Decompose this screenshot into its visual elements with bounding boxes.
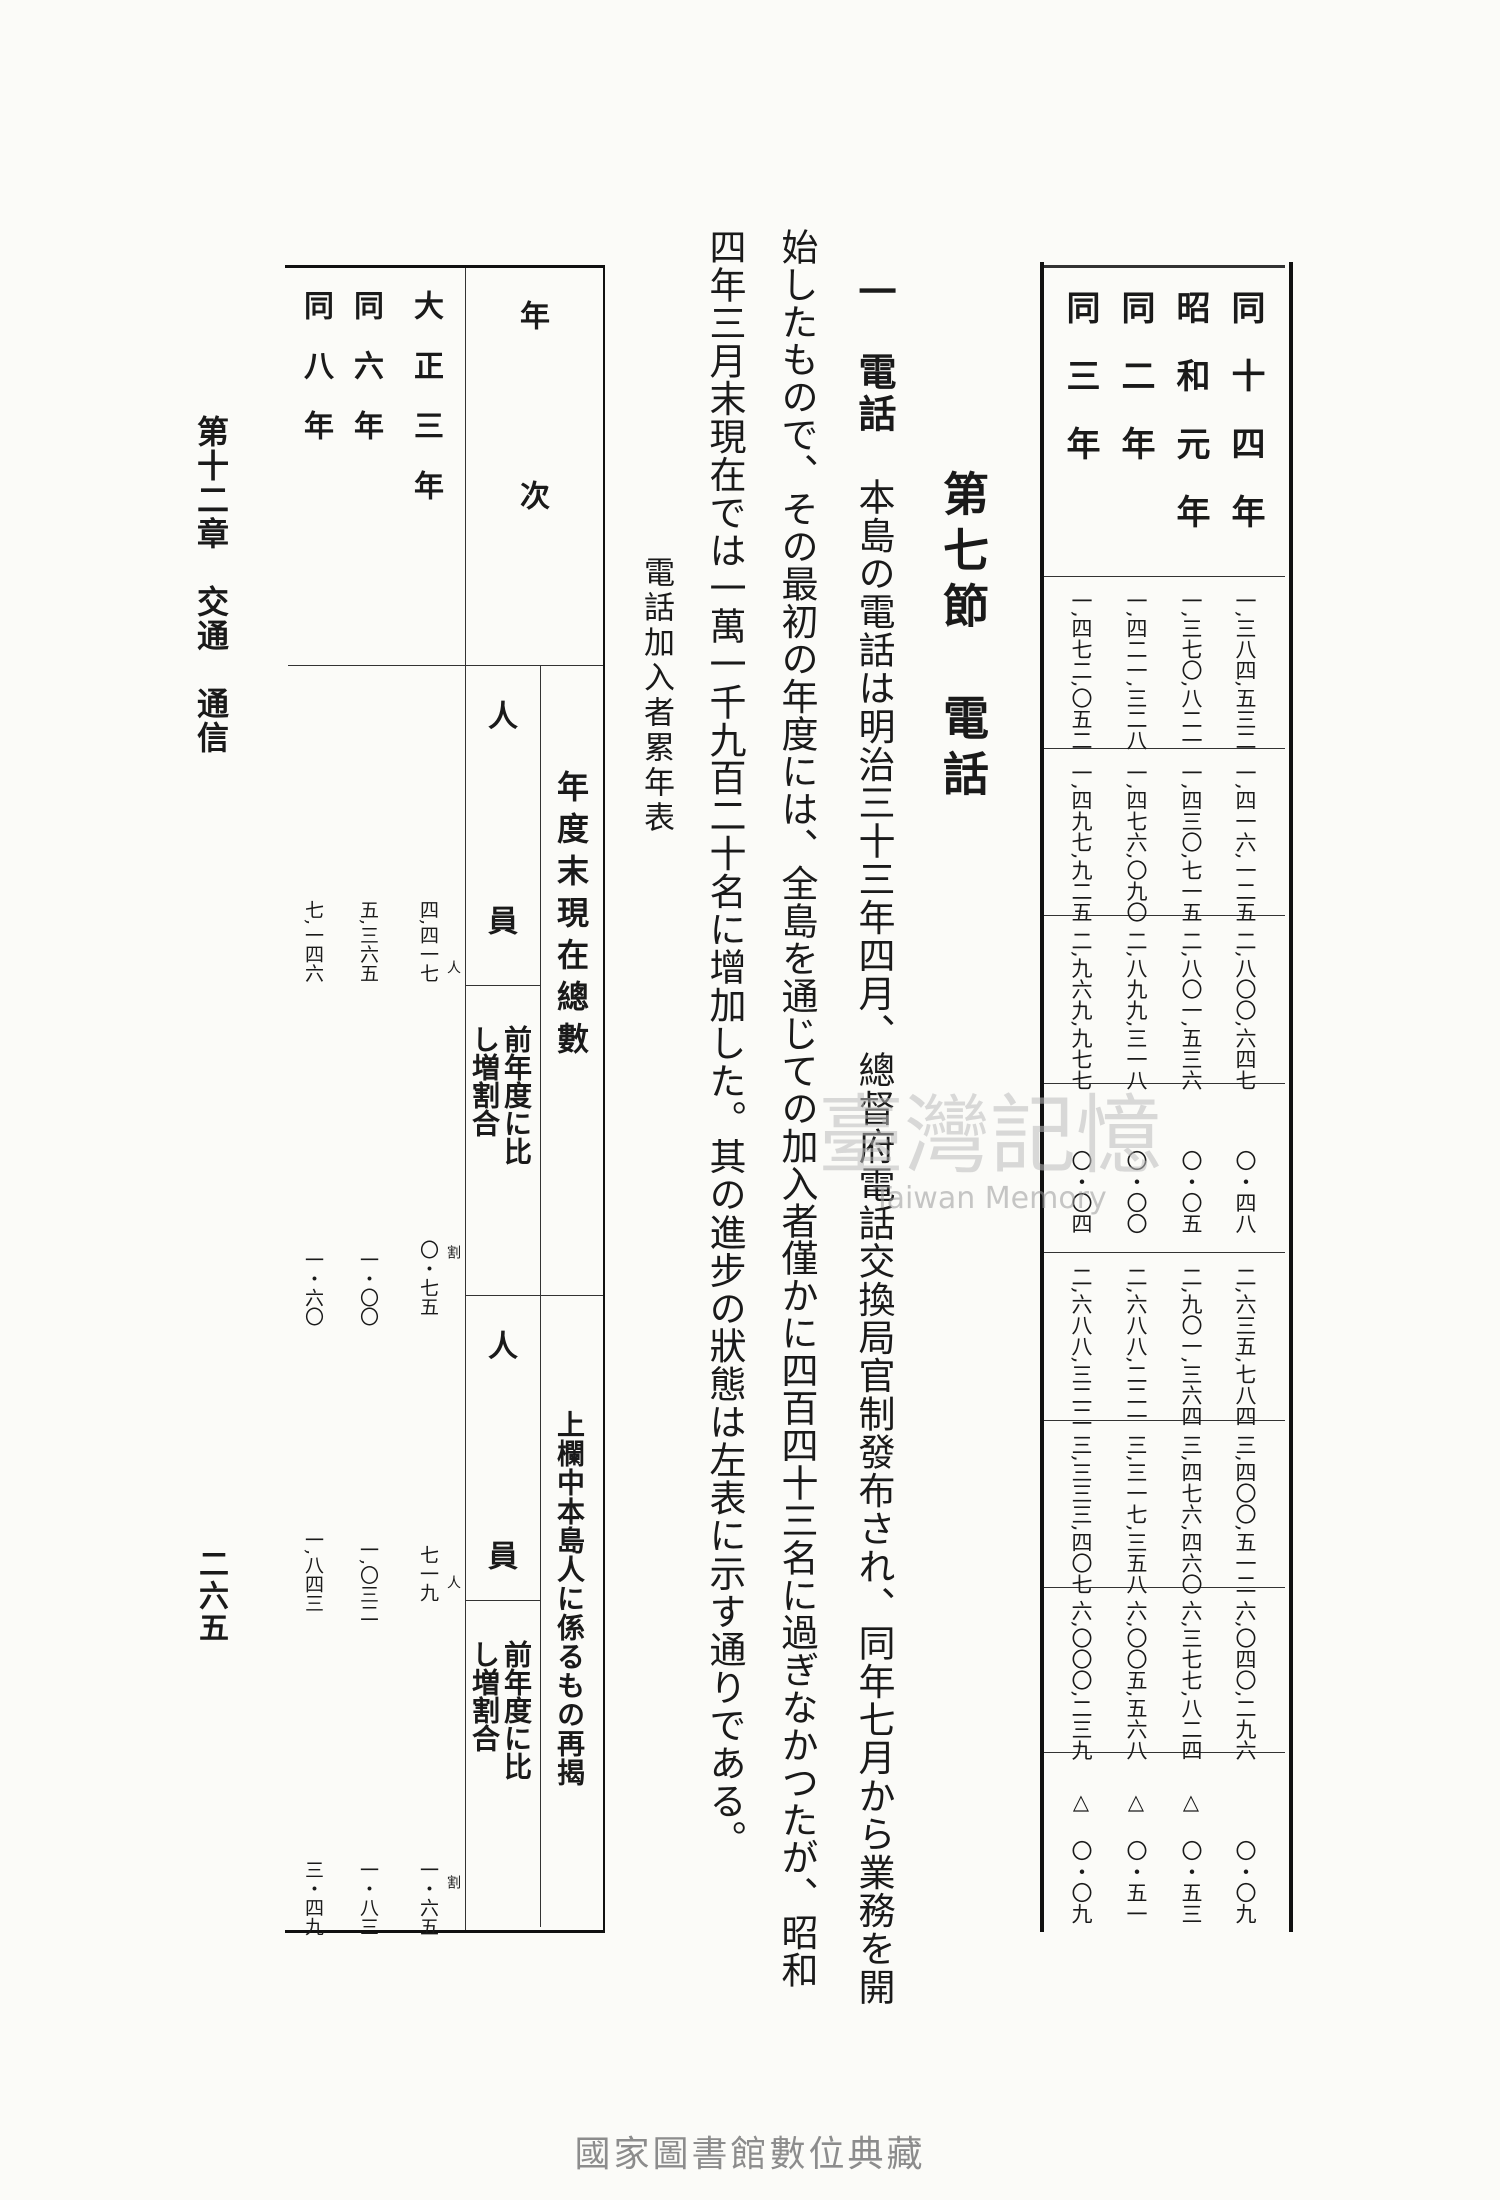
table-row-year: 同 十 四 年 <box>1225 290 1265 528</box>
unit-label: 人 <box>445 1575 461 1589</box>
table-cell: 〇・〇五 <box>1179 1150 1203 1234</box>
table-rule <box>1044 576 1285 577</box>
table-cell: 一,四一六,一二五 <box>1233 762 1257 923</box>
table-cell: 一,八四三 <box>302 1530 324 1613</box>
unit-label: 人 <box>445 960 461 974</box>
header-year: 年 次 <box>514 300 549 510</box>
library-footer: 國家圖書館數位典藏 <box>574 2134 926 2175</box>
table-cell: 三,三三三,四〇七 <box>1069 1434 1093 1595</box>
table-cell: 六,〇〇〇,二三九 <box>1069 1600 1093 1761</box>
table-cell: 一,四三〇,七一五 <box>1179 762 1203 923</box>
table-cell: 三,四七六,四六〇 <box>1179 1434 1203 1595</box>
table-rule <box>1044 1252 1285 1253</box>
watermark-subtext: Taiwan Memory <box>872 1181 1107 1216</box>
table-row-year: 大 正 三 年 <box>408 290 443 500</box>
section-title: 第七節 電話 <box>936 470 990 806</box>
table-rule <box>465 985 540 986</box>
taiwan-memory-watermark: 臺灣記憶 Taiwan Memory <box>818 1086 1162 1216</box>
table-cell: 六,〇四〇,二九六 <box>1233 1600 1257 1761</box>
table-cell: 七,一四六 <box>302 900 324 983</box>
body-text-column: 始したもので、その最初の年度には、全島を通じての加入者僅かに四百四十三名に過ぎな… <box>775 228 818 1989</box>
table-cell: 二,八九九,三一八 <box>1124 930 1148 1091</box>
table-cell: 三,四〇〇,五一二 <box>1233 1434 1257 1595</box>
table-rule <box>1044 1587 1285 1588</box>
table-cell: 〇・〇九 <box>1069 1840 1093 1924</box>
header-group-total: 年度末現在總數 <box>552 770 590 1064</box>
table-cell: 〇・四八 <box>1233 1150 1257 1234</box>
table-cell: 〇・〇四 <box>1069 1150 1093 1234</box>
table-cell: 六,〇〇五,五六八 <box>1124 1600 1148 1761</box>
table-cell: 二,九〇一,三六四 <box>1179 1266 1203 1427</box>
table-cell: 一・六〇 <box>302 1250 324 1326</box>
header-member: 員 <box>482 905 517 935</box>
running-head: 第十二章 交通 通信 <box>192 415 230 755</box>
table-cell: 七一九 <box>417 1545 439 1602</box>
table-rule <box>1044 1083 1285 1084</box>
table-cell: 一,三八四,五三二 <box>1233 590 1257 751</box>
header-person: 人 <box>482 700 517 730</box>
table-rule <box>1044 915 1285 916</box>
table-cell: 〇・七五 <box>417 1240 439 1316</box>
table-cell: 〇・五一 <box>1124 1840 1148 1924</box>
table-row-year: 同 八 年 <box>298 290 333 440</box>
table-continued <box>1040 262 1293 1932</box>
table-cell: △ <box>1069 1790 1093 1814</box>
table-row-year: 同 三 年 <box>1060 290 1100 460</box>
heading-number: 一 <box>852 272 897 310</box>
table-rule <box>465 1295 603 1296</box>
table-cell: 一,三七〇,八二一 <box>1179 590 1203 751</box>
table-cell: 一・〇〇 <box>357 1250 379 1326</box>
body-text-column: 四年三月末現在では一萬一千九百二十名に增加した。其の進步の狀態は左表に示す通りで… <box>703 228 746 1858</box>
table-row-year: 同 六 年 <box>348 290 383 440</box>
table-row-year: 昭 和 元 年 <box>1170 290 1210 528</box>
header-group-native: 上欄中本島人に係るもの再揭 <box>553 1410 586 1787</box>
table-cell: 二,九六九,九七七 <box>1069 930 1093 1091</box>
table-cell: △ <box>1179 1790 1203 1814</box>
table-cell: 二,六八八,三二二 <box>1069 1266 1093 1427</box>
table-cell: 二,八〇〇,六四七 <box>1233 930 1257 1091</box>
table-rule <box>1044 1420 1285 1421</box>
table-cell: 二,六三五,七八四 <box>1233 1266 1257 1427</box>
table-cell: 三,三一七,三五八 <box>1124 1434 1148 1595</box>
table-top-rule <box>1044 265 1285 268</box>
unit-label: 割 <box>445 1875 461 1889</box>
header-person: 人 <box>482 1330 517 1360</box>
table-caption: 電話加入者累年表 <box>638 556 674 836</box>
table-cell: 一,四九七,九二五 <box>1069 762 1093 923</box>
table-rule <box>1044 1752 1285 1753</box>
page-number: 二六五 <box>193 1548 228 1644</box>
header-ratio: 前年度に比 <box>500 1025 533 1165</box>
unit-label: 割 <box>445 1245 461 1259</box>
table-cell: 三・四九 <box>302 1860 324 1936</box>
table-cell: 二,八〇一,五三六 <box>1179 930 1203 1091</box>
table-rule <box>465 1600 540 1601</box>
table-rule <box>465 268 466 1930</box>
table-cell: 六,三七七,八二四 <box>1179 1600 1203 1761</box>
table-cell: 一,四七二,〇五二 <box>1069 590 1093 751</box>
table-cell: 〇・〇九 <box>1233 1840 1257 1924</box>
header-member: 員 <box>482 1540 517 1570</box>
table-cell: 四,四一七 <box>417 900 439 983</box>
table-cell: 二,六八八,二二一 <box>1124 1266 1148 1427</box>
table-rule <box>540 665 541 1927</box>
table-cell: 〇・〇〇 <box>1124 1150 1148 1234</box>
table-cell: △ <box>1124 1790 1148 1814</box>
header-ratio: し増割合 <box>468 1025 501 1137</box>
subscriber-table <box>285 265 605 1933</box>
table-cell: 〇・五三 <box>1179 1840 1203 1924</box>
header-ratio: 前年度に比 <box>500 1640 533 1780</box>
table-cell: 一,〇三二 <box>357 1540 379 1623</box>
watermark-text: 臺灣記憶 <box>818 1086 1162 1186</box>
body-text-column: 本島の電話は明治三十三年四月、總督府電話交換局官制發布され、同年七月から業務を開 <box>852 478 895 2006</box>
table-cell: 一・六五 <box>417 1860 439 1936</box>
table-rule <box>288 665 603 666</box>
table-cell: 五,三六五 <box>357 900 379 983</box>
table-rule <box>1044 748 1285 749</box>
header-ratio: し増割合 <box>468 1640 501 1752</box>
table-cell: 一・八三 <box>357 1860 379 1936</box>
heading-title: 電話 <box>852 352 897 436</box>
table-row-year: 同 二 年 <box>1115 290 1155 460</box>
table-cell: 一,四七六,〇九〇 <box>1124 762 1148 923</box>
table-cell: 一,四二一,三二八 <box>1124 590 1148 751</box>
